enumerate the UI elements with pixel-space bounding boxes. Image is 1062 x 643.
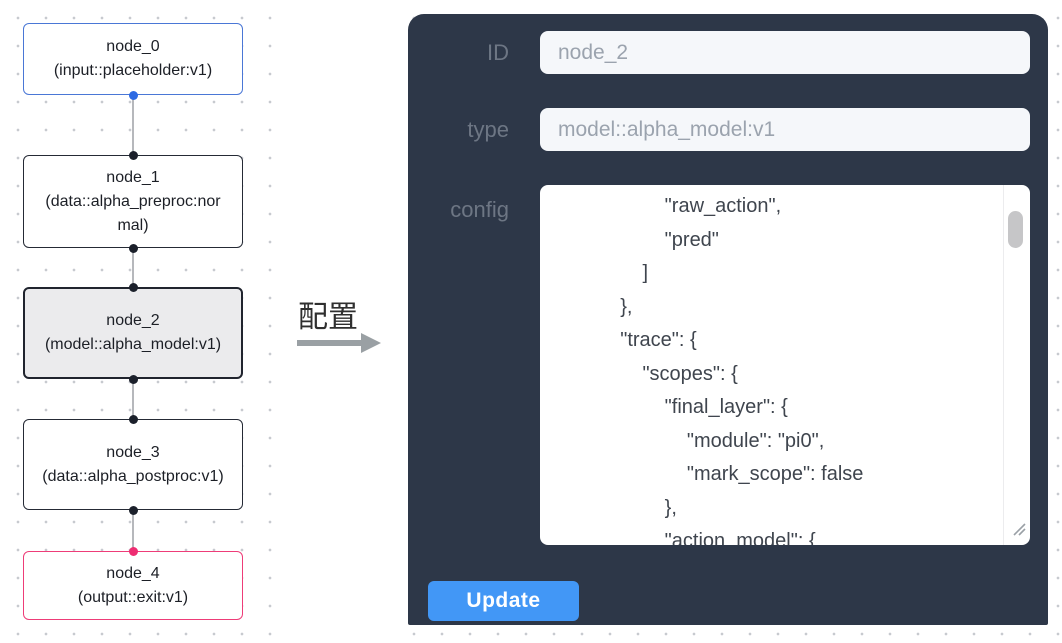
- config-label: config: [450, 197, 509, 222]
- node-name: node_0: [106, 38, 160, 55]
- node-node_0[interactable]: node_0 (input::placeholder:v1): [23, 23, 243, 95]
- id-label: ID: [487, 39, 509, 65]
- handle-node2-out[interactable]: [128, 374, 138, 384]
- node-type: (model::alpha_model:v1): [44, 336, 222, 353]
- update-button[interactable]: Update: [428, 581, 579, 621]
- node-node_2[interactable]: node_2 (model::alpha_model:v1): [23, 287, 243, 379]
- configure-label: 配置: [298, 301, 358, 334]
- handle-node1-in[interactable]: [128, 150, 138, 160]
- handle-node0-out[interactable]: [128, 90, 138, 100]
- node-type: (input::placeholder:v1): [53, 62, 213, 79]
- node-type: (data::alpha_postproc:v1): [42, 467, 224, 485]
- config-json-text: "raw_action", "pred" ] }, "trace": { "sc…: [620, 195, 864, 545]
- edge-node1-node2: [132, 248, 134, 287]
- right-arrow-icon: [297, 333, 383, 353]
- id-input[interactable]: [540, 31, 1030, 74]
- node-node_3[interactable]: node_3 (data::alpha_postproc:v1): [23, 419, 243, 510]
- type-label: type: [467, 116, 509, 142]
- type-input[interactable]: [540, 108, 1030, 151]
- node-name: node_3: [106, 443, 160, 461]
- node-name: node_2: [106, 312, 160, 329]
- handle-node2-in[interactable]: [128, 282, 138, 292]
- handle-node3-in[interactable]: [128, 414, 138, 424]
- edge-node3-node4: [132, 510, 134, 551]
- node-type: (data::alpha_preproc:normal): [45, 192, 221, 234]
- resize-handle-icon[interactable]: [1010, 520, 1026, 541]
- handle-node3-out[interactable]: [128, 505, 138, 515]
- handle-node4-in[interactable]: [128, 546, 138, 556]
- scrollbar-thumb[interactable]: [1008, 211, 1023, 248]
- edge-node0-node1: [132, 95, 134, 155]
- node-name: node_4: [106, 564, 160, 582]
- node-name: node_1: [106, 168, 160, 186]
- edge-node2-node3: [132, 379, 134, 419]
- scrollbar-track: [1003, 185, 1004, 545]
- node-node_1[interactable]: node_1 (data::alpha_preproc:normal): [23, 155, 243, 248]
- node-node_4[interactable]: node_4 (output::exit:v1): [23, 551, 243, 620]
- config-editor[interactable]: "raw_action", "pred" ] }, "trace": { "sc…: [540, 185, 1030, 545]
- node-type: (output::exit:v1): [77, 588, 189, 606]
- config-panel: ID type config "raw_action", "pred" ] },…: [408, 14, 1048, 625]
- handle-node1-out[interactable]: [128, 243, 138, 253]
